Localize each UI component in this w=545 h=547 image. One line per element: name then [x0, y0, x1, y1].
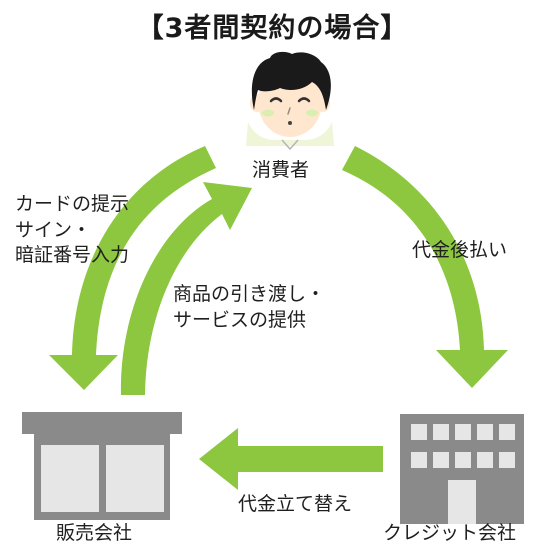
consumer-avatar: [246, 51, 334, 151]
goods-delivery-line: サービスの提供: [173, 308, 307, 331]
card-presentation-label: カードの提示 サイン・ 暗証番号入力: [15, 192, 129, 269]
advance-payment-label: 代金立て替え: [238, 493, 353, 515]
goods-delivery-label: 商品の引き渡し・ サービスの提供: [173, 282, 325, 333]
shop-label: 販売会社: [56, 522, 133, 544]
card-presentation-line: 暗証番号入力: [15, 244, 130, 267]
arrow-deferred-payment: [342, 146, 508, 388]
credit-company-label: クレジット会社: [383, 522, 517, 544]
consumer-label: 消費者: [252, 159, 310, 181]
deferred-payment-label: 代金後払い: [412, 239, 508, 261]
arrow-advance-payment: [199, 428, 383, 490]
goods-delivery-line: 商品の引き渡し・: [173, 283, 326, 305]
arrow-card-presentation: [49, 146, 216, 390]
credit-company-building-icon: [400, 414, 524, 524]
card-presentation-line: サイン・: [15, 218, 92, 241]
shop-building-icon: [22, 412, 182, 520]
arrow-goods-delivery: [120, 182, 252, 395]
diagram-title: 【3者間契約の場合】: [136, 13, 409, 44]
card-presentation-line: カードの提示: [15, 193, 130, 215]
